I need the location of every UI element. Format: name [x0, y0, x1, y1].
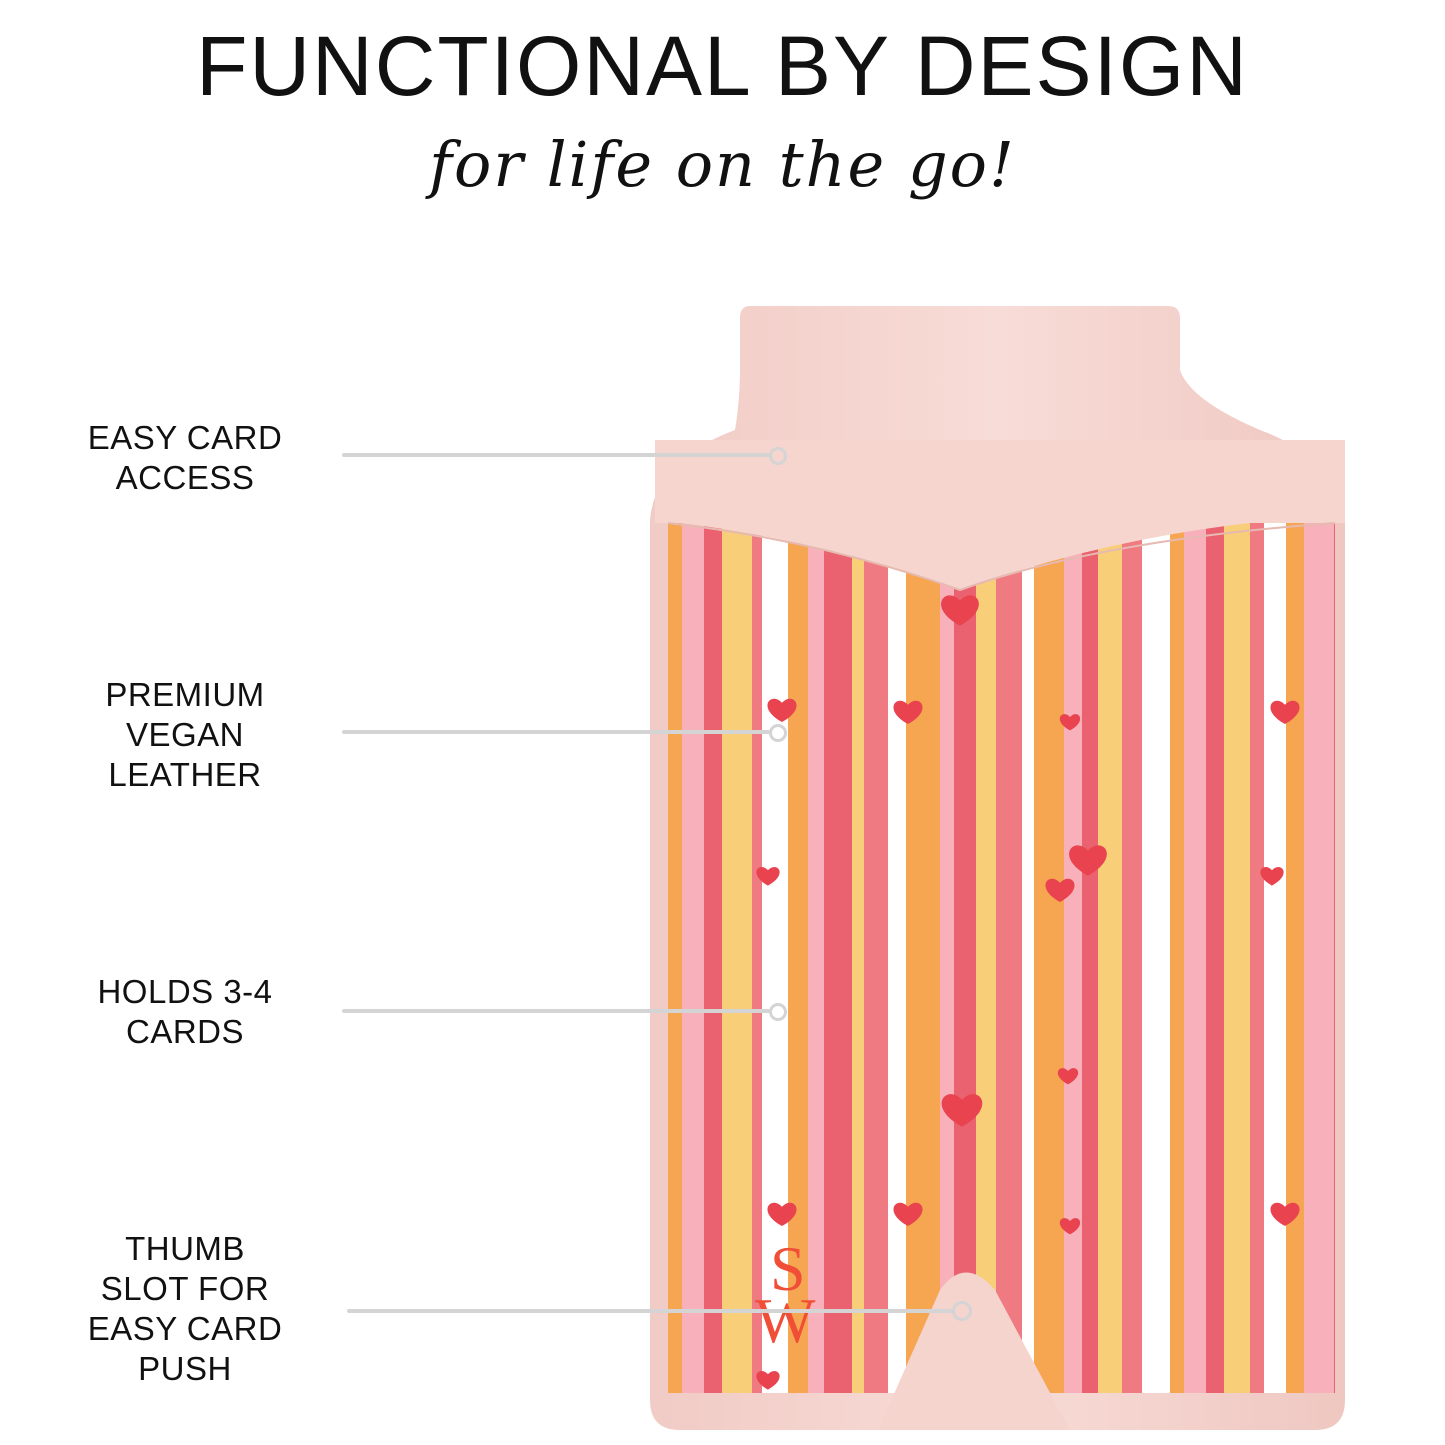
pattern-stripe: [864, 523, 888, 1393]
pattern-stripe: [852, 523, 864, 1393]
feature-line: HOLDS 3-4: [97, 973, 273, 1010]
feature-line: EASY CARD: [87, 1310, 283, 1347]
feature-line: PUSH: [138, 1350, 232, 1387]
pattern-stripe: [1286, 523, 1304, 1393]
feature-holds-cards: HOLDS 3-4 CARDS: [60, 972, 310, 1052]
pattern-stripe: [1034, 523, 1064, 1393]
leader-dot-holds-cards: [769, 1003, 787, 1021]
wallet-top-flap: [655, 440, 1345, 590]
monogram-logo: S: [770, 1233, 806, 1304]
heart-icon: [1069, 845, 1107, 876]
pattern-stripe: [1206, 523, 1224, 1393]
feature-line: ACCESS: [115, 459, 255, 496]
pattern-stripe: [906, 523, 940, 1393]
heart-icon: [767, 1202, 797, 1226]
heart-icon: [1270, 1202, 1300, 1226]
feature-line: LEATHER: [108, 756, 262, 793]
heart-icon: [1045, 878, 1075, 902]
pattern-stripe: [1098, 523, 1122, 1393]
heart-icon: [1059, 1218, 1081, 1235]
pattern-stripe: [1122, 523, 1142, 1393]
heart-icon: [1270, 700, 1300, 724]
leader-line-leather: [342, 730, 770, 734]
pattern-stripe: [1184, 523, 1206, 1393]
pattern-stripe: [996, 523, 1022, 1393]
pattern-stripe: [1064, 523, 1082, 1393]
striped-pocket: [668, 523, 1335, 1393]
feature-line: EASY CARD: [87, 419, 283, 456]
page-subtitle: for life on the go!: [429, 128, 1016, 201]
feature-line: CARDS: [125, 1013, 245, 1050]
pattern-stripe: [1170, 523, 1184, 1393]
pattern-stripe: [954, 523, 976, 1393]
heart-icon: [941, 595, 979, 626]
heart-icon: [893, 1202, 923, 1226]
pattern-stripe: [788, 523, 808, 1393]
feature-premium-vegan-leather: PREMIUM VEGAN LEATHER: [60, 675, 310, 795]
heart-icon: [1260, 866, 1284, 886]
pattern-stripe: [1022, 523, 1034, 1393]
heart-icon: [1057, 1068, 1079, 1085]
heart-icon: [1059, 714, 1081, 731]
pattern-stripe: [1250, 523, 1264, 1393]
pattern-stripe: [940, 523, 954, 1393]
pattern-stripe: [1264, 523, 1286, 1393]
heart-icon: [941, 1094, 983, 1127]
pattern-stripe: [824, 523, 852, 1393]
pattern-stripe: [1304, 523, 1334, 1393]
feature-line: THUMB: [125, 1230, 245, 1267]
feature-thumb-slot: THUMB SLOT FOR EASY CARD PUSH: [60, 1229, 310, 1389]
pattern-stripe: [704, 523, 722, 1393]
leader-dot-thumb-slot: [952, 1301, 972, 1321]
pattern-stripe: [722, 523, 752, 1393]
leader-dot-leather: [769, 724, 787, 742]
thumb-slot-tab: [878, 1272, 1070, 1430]
pattern-stripe: [1334, 523, 1335, 1393]
heart-icon: [756, 1370, 780, 1390]
pattern-stripe: [1224, 523, 1250, 1393]
pattern-stripe: [1082, 523, 1098, 1393]
leader-dot-card-access: [769, 447, 787, 465]
heart-icon: [756, 866, 780, 886]
heart-icon: [893, 700, 923, 724]
pattern-stripe: [762, 523, 788, 1393]
leader-line-holds-cards: [342, 1009, 770, 1013]
pattern-stripe: [682, 523, 704, 1393]
pattern-stripe: [668, 523, 682, 1393]
feature-easy-card-access: EASY CARD ACCESS: [60, 418, 310, 498]
pattern-stripe: [752, 523, 762, 1393]
monogram-logo-second: W: [755, 1285, 816, 1356]
pattern-stripe: [976, 523, 996, 1393]
feature-line: PREMIUM: [105, 676, 265, 713]
pattern-stripe: [1142, 523, 1170, 1393]
feature-line: VEGAN: [125, 716, 245, 753]
page-title: FUNCTIONAL BY DESIGN: [196, 19, 1249, 113]
leader-line-card-access: [342, 453, 770, 457]
leader-line-thumb-slot: [347, 1309, 955, 1313]
feature-line: SLOT FOR: [100, 1270, 270, 1307]
heart-icon: [767, 698, 797, 722]
pattern-stripe: [808, 523, 824, 1393]
pattern-stripe: [888, 523, 906, 1393]
